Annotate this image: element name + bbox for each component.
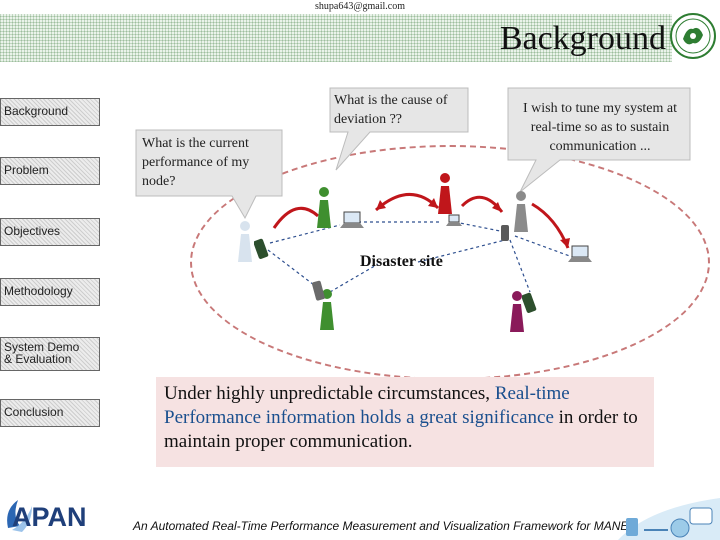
page-title: Background bbox=[499, 20, 666, 57]
sidebar-item-label: System Demo bbox=[4, 340, 80, 354]
apan-logo: APAN bbox=[7, 500, 87, 532]
person-icon bbox=[438, 173, 452, 214]
speech-bubble-cause bbox=[329, 87, 469, 171]
sidebar-item-label: Problem bbox=[4, 163, 49, 177]
bubble-text-cause: What is the cause of deviation ?? bbox=[334, 93, 448, 127]
sidebar-item-label: Methodology bbox=[4, 284, 73, 298]
person-icon bbox=[317, 187, 331, 228]
footer-caption: An Automated Real-Time Performance Measu… bbox=[133, 519, 636, 533]
sidebar-item-conclusion[interactable]: Conclusion bbox=[0, 399, 100, 427]
person-icon bbox=[510, 291, 524, 332]
person-icon bbox=[514, 191, 528, 232]
decorative-corner-graphic bbox=[618, 498, 720, 540]
message-text-part2: in order to maintain proper communicatio… bbox=[164, 407, 638, 452]
university-logo-icon bbox=[670, 13, 716, 59]
laptop-icon bbox=[340, 211, 364, 228]
key-message-box: Under highly unpredictable circumstances… bbox=[156, 377, 654, 467]
sidebar-item-background[interactable]: Background bbox=[0, 98, 100, 126]
sidebar-item-label: Conclusion bbox=[4, 405, 64, 419]
laptop-icon bbox=[568, 245, 592, 262]
message-highlight: Real-time Performance information holds … bbox=[164, 383, 570, 428]
speech-bubble-current bbox=[135, 129, 283, 220]
svg-text:APAN: APAN bbox=[12, 502, 87, 532]
sidebar-item-label-line2: & Evaluation bbox=[4, 352, 72, 366]
header-email: shupa643@gmail.com bbox=[314, 1, 406, 12]
pda-icon bbox=[522, 292, 537, 313]
bubble-text-current: What is the current performance of my no… bbox=[142, 136, 250, 189]
sidebar-item-label: Background bbox=[4, 104, 69, 118]
bubble-text-tune: I wish to tune my system at real-time so… bbox=[523, 101, 677, 154]
sidebar-item-methodology[interactable]: Methodology bbox=[0, 278, 100, 306]
message-text-part1: Under highly unpredictable circumstances… bbox=[164, 383, 491, 404]
title-banner: Background bbox=[0, 14, 672, 62]
network-links bbox=[267, 221, 576, 293]
sidebar-item-label: Objectives bbox=[4, 224, 61, 238]
person-icon bbox=[238, 221, 252, 262]
phone-icon bbox=[501, 225, 509, 241]
disaster-site-label: Disaster site bbox=[360, 253, 443, 270]
sidebar-item-system-demo[interactable]: System Demo & Evaluation bbox=[0, 337, 100, 371]
pda-icon bbox=[254, 238, 269, 259]
red-arrowheads bbox=[376, 198, 570, 248]
speech-bubble-tune bbox=[507, 87, 691, 193]
phone-icon bbox=[312, 280, 325, 301]
sidebar-item-objectives[interactable]: Objectives bbox=[0, 218, 100, 246]
laptop-icon bbox=[446, 214, 462, 226]
sidebar-item-problem[interactable]: Problem bbox=[0, 157, 100, 185]
